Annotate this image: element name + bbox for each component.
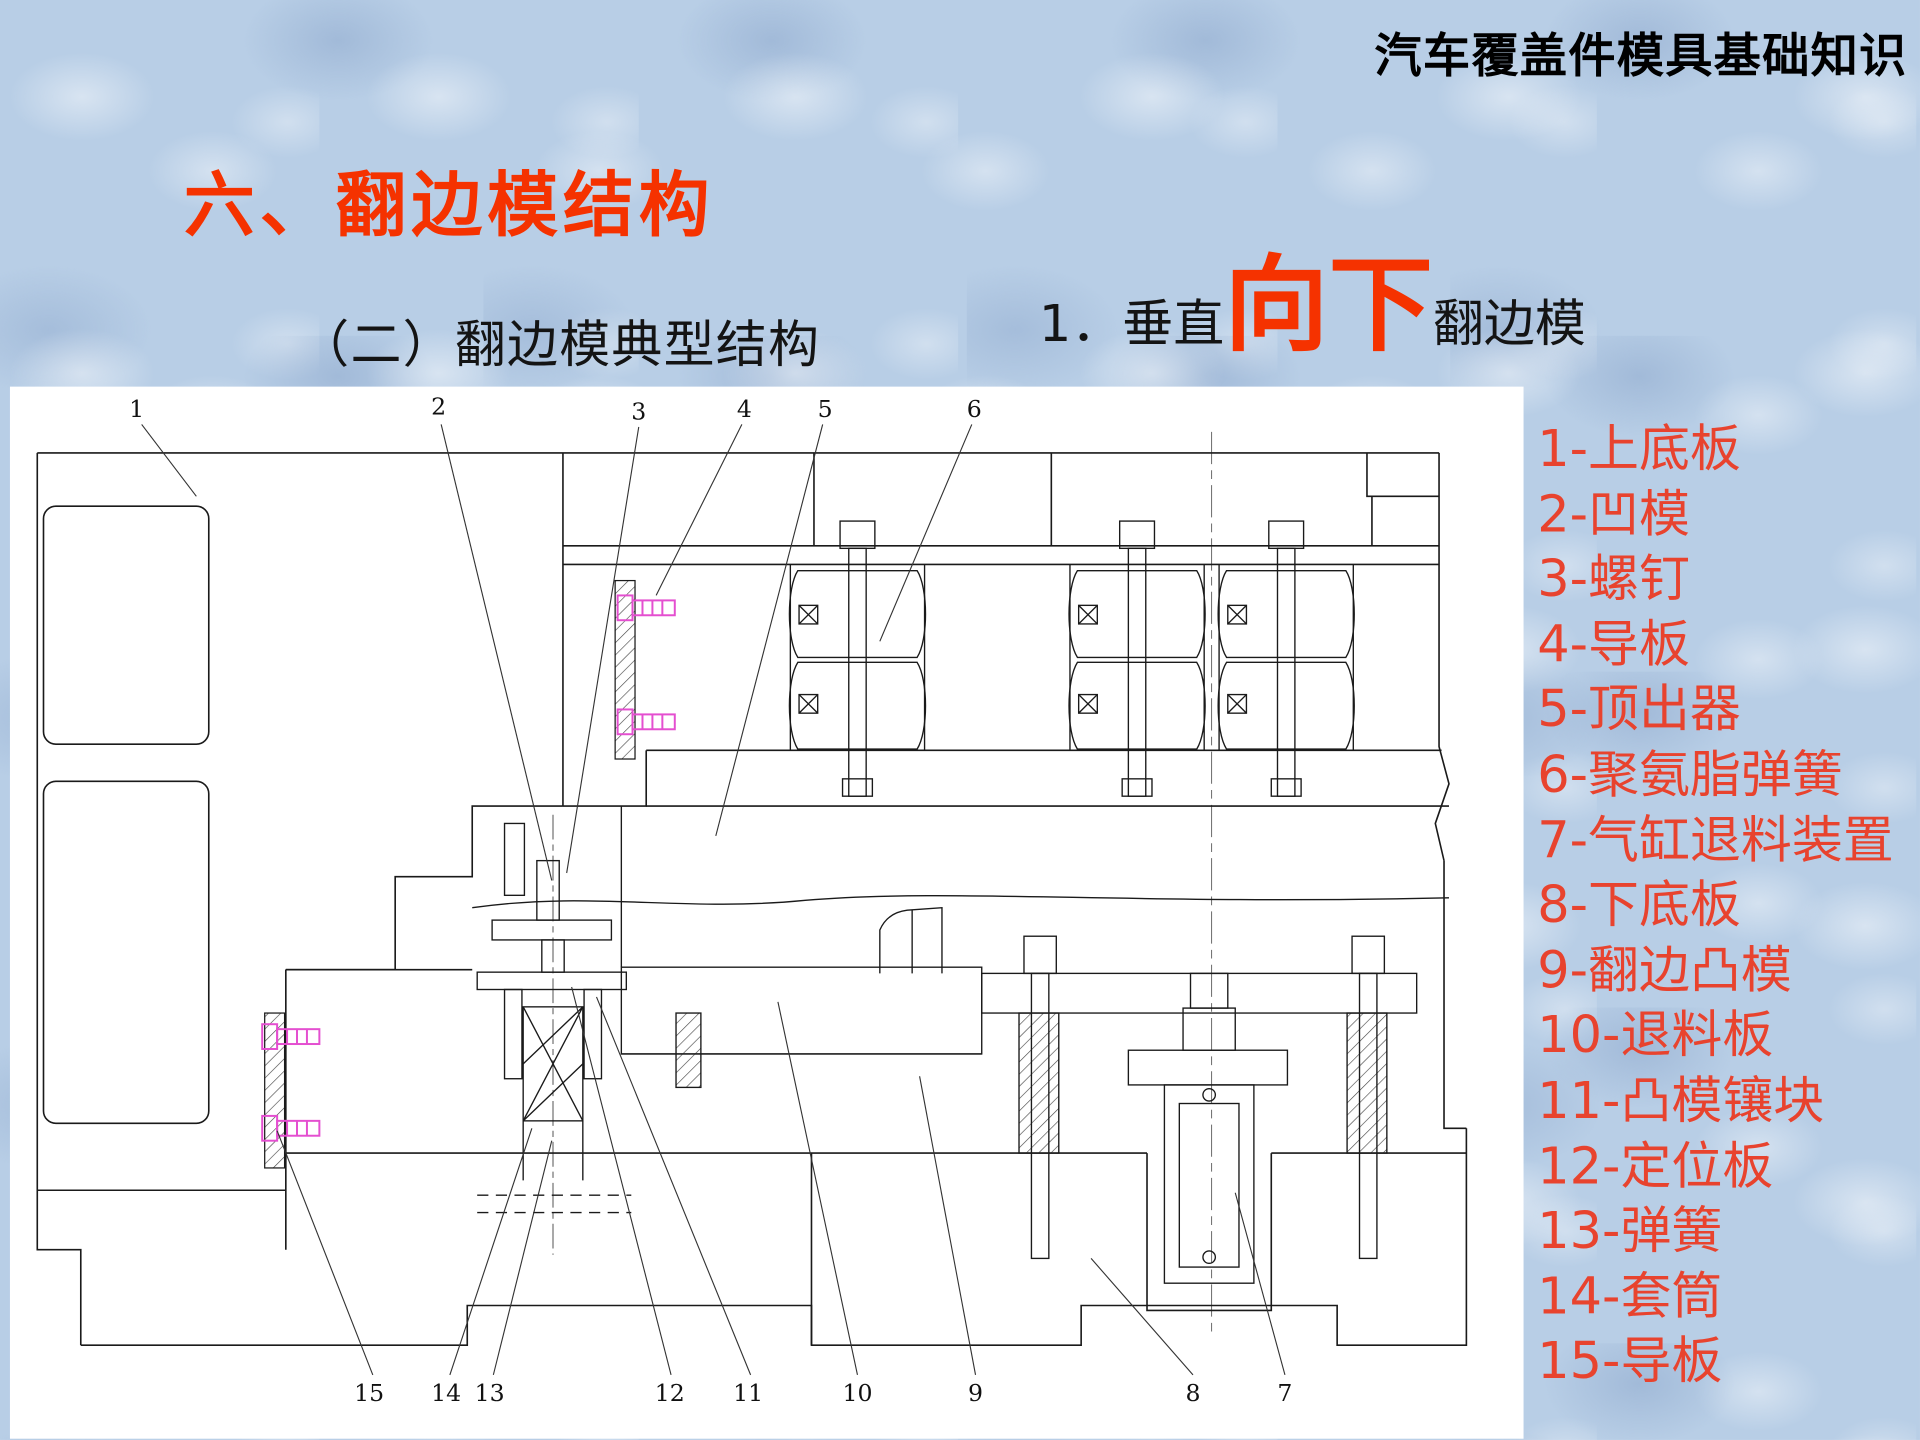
callout-11: 11 xyxy=(733,1379,763,1407)
legend-item-8: 8-下底板 xyxy=(1537,875,1741,935)
lower-plate-cylinder xyxy=(981,935,1418,1284)
callout-2: 2 xyxy=(431,393,446,421)
legend-item-15: 15-导板 xyxy=(1537,1331,1723,1391)
legend-item-1: 1-上底板 xyxy=(1537,418,1741,479)
callout-14: 14 xyxy=(431,1379,461,1407)
subtitle-type-highlight: 向下 xyxy=(1224,244,1433,366)
stripper-and-punch xyxy=(472,806,1450,1089)
legend-item-12: 12-定位板 xyxy=(1537,1135,1774,1196)
callout-8: 8 xyxy=(1185,1379,1200,1407)
legend-item-5: 5-顶出器 xyxy=(1537,679,1741,740)
legend-item-6: 6-聚氨脂弹簧 xyxy=(1537,744,1843,805)
screw-seats xyxy=(261,579,676,1169)
legend-item-11: 11-凸模镶块 xyxy=(1537,1070,1825,1131)
legend-item-13: 13-弹簧 xyxy=(1537,1200,1723,1261)
die-cross-section-svg: 1 2 3 4 5 6 15 14 13 12 11 10 9 8 7 xyxy=(36,393,1468,1407)
subtitle-type-suffix: 翻边模 xyxy=(1432,293,1586,354)
callout-3: 3 xyxy=(631,398,646,426)
parts-legend: 1-上底板 2-凹模 3-螺钉 4-导板 5-顶出器 6-聚氨脂弹簧 7-气缸退… xyxy=(1537,416,1910,1394)
callout-9: 9 xyxy=(968,1379,983,1407)
legend-item-7: 7-气缸退料装置 xyxy=(1537,809,1894,870)
callout-6: 6 xyxy=(967,395,982,423)
callout-13: 13 xyxy=(475,1379,505,1407)
legend-item-2: 2-凹模 xyxy=(1537,484,1690,544)
hatch-strip-lower xyxy=(264,1012,286,1169)
callout-7: 7 xyxy=(1277,1379,1292,1407)
legend-item-4: 4-导板 xyxy=(1537,614,1690,674)
callout-15: 15 xyxy=(354,1379,384,1407)
leader-lines xyxy=(141,424,1286,1376)
legend-item-9: 9-翻边凸模 xyxy=(1537,940,1792,1000)
subtitle-type-prefix: 1．垂直 xyxy=(1038,293,1225,354)
subtitle-section: （二）翻边模典型结构 xyxy=(298,314,821,375)
callout-10: 10 xyxy=(842,1379,872,1407)
legend-item-10: 10-退料板 xyxy=(1537,1005,1774,1065)
callout-5: 5 xyxy=(818,395,833,423)
legend-item-3: 3-螺钉 xyxy=(1537,549,1690,609)
magenta-screws xyxy=(261,594,676,1142)
die-structure-drawing: 1 2 3 4 5 6 15 14 13 12 11 10 9 8 7 xyxy=(9,386,1524,1439)
polyurethane-springs xyxy=(788,520,1355,797)
page-title: 六、翻边模结构 xyxy=(183,164,715,247)
callout-4: 4 xyxy=(737,395,752,423)
course-header: 汽车覆盖件模具基础知识 xyxy=(1374,28,1908,84)
die-set-outline xyxy=(36,452,1468,1346)
callout-12: 12 xyxy=(655,1379,685,1407)
center-punch-assembly xyxy=(476,814,632,1255)
callout-numbers: 1 2 3 4 5 6 15 14 13 12 11 10 9 8 7 xyxy=(129,393,1292,1407)
hatch-strip-upper xyxy=(614,579,636,760)
legend-item-14: 14-套筒 xyxy=(1537,1266,1723,1326)
callout-1: 1 xyxy=(129,395,144,423)
subtitle-type: 1．垂直向下翻边模 xyxy=(1039,253,1586,357)
